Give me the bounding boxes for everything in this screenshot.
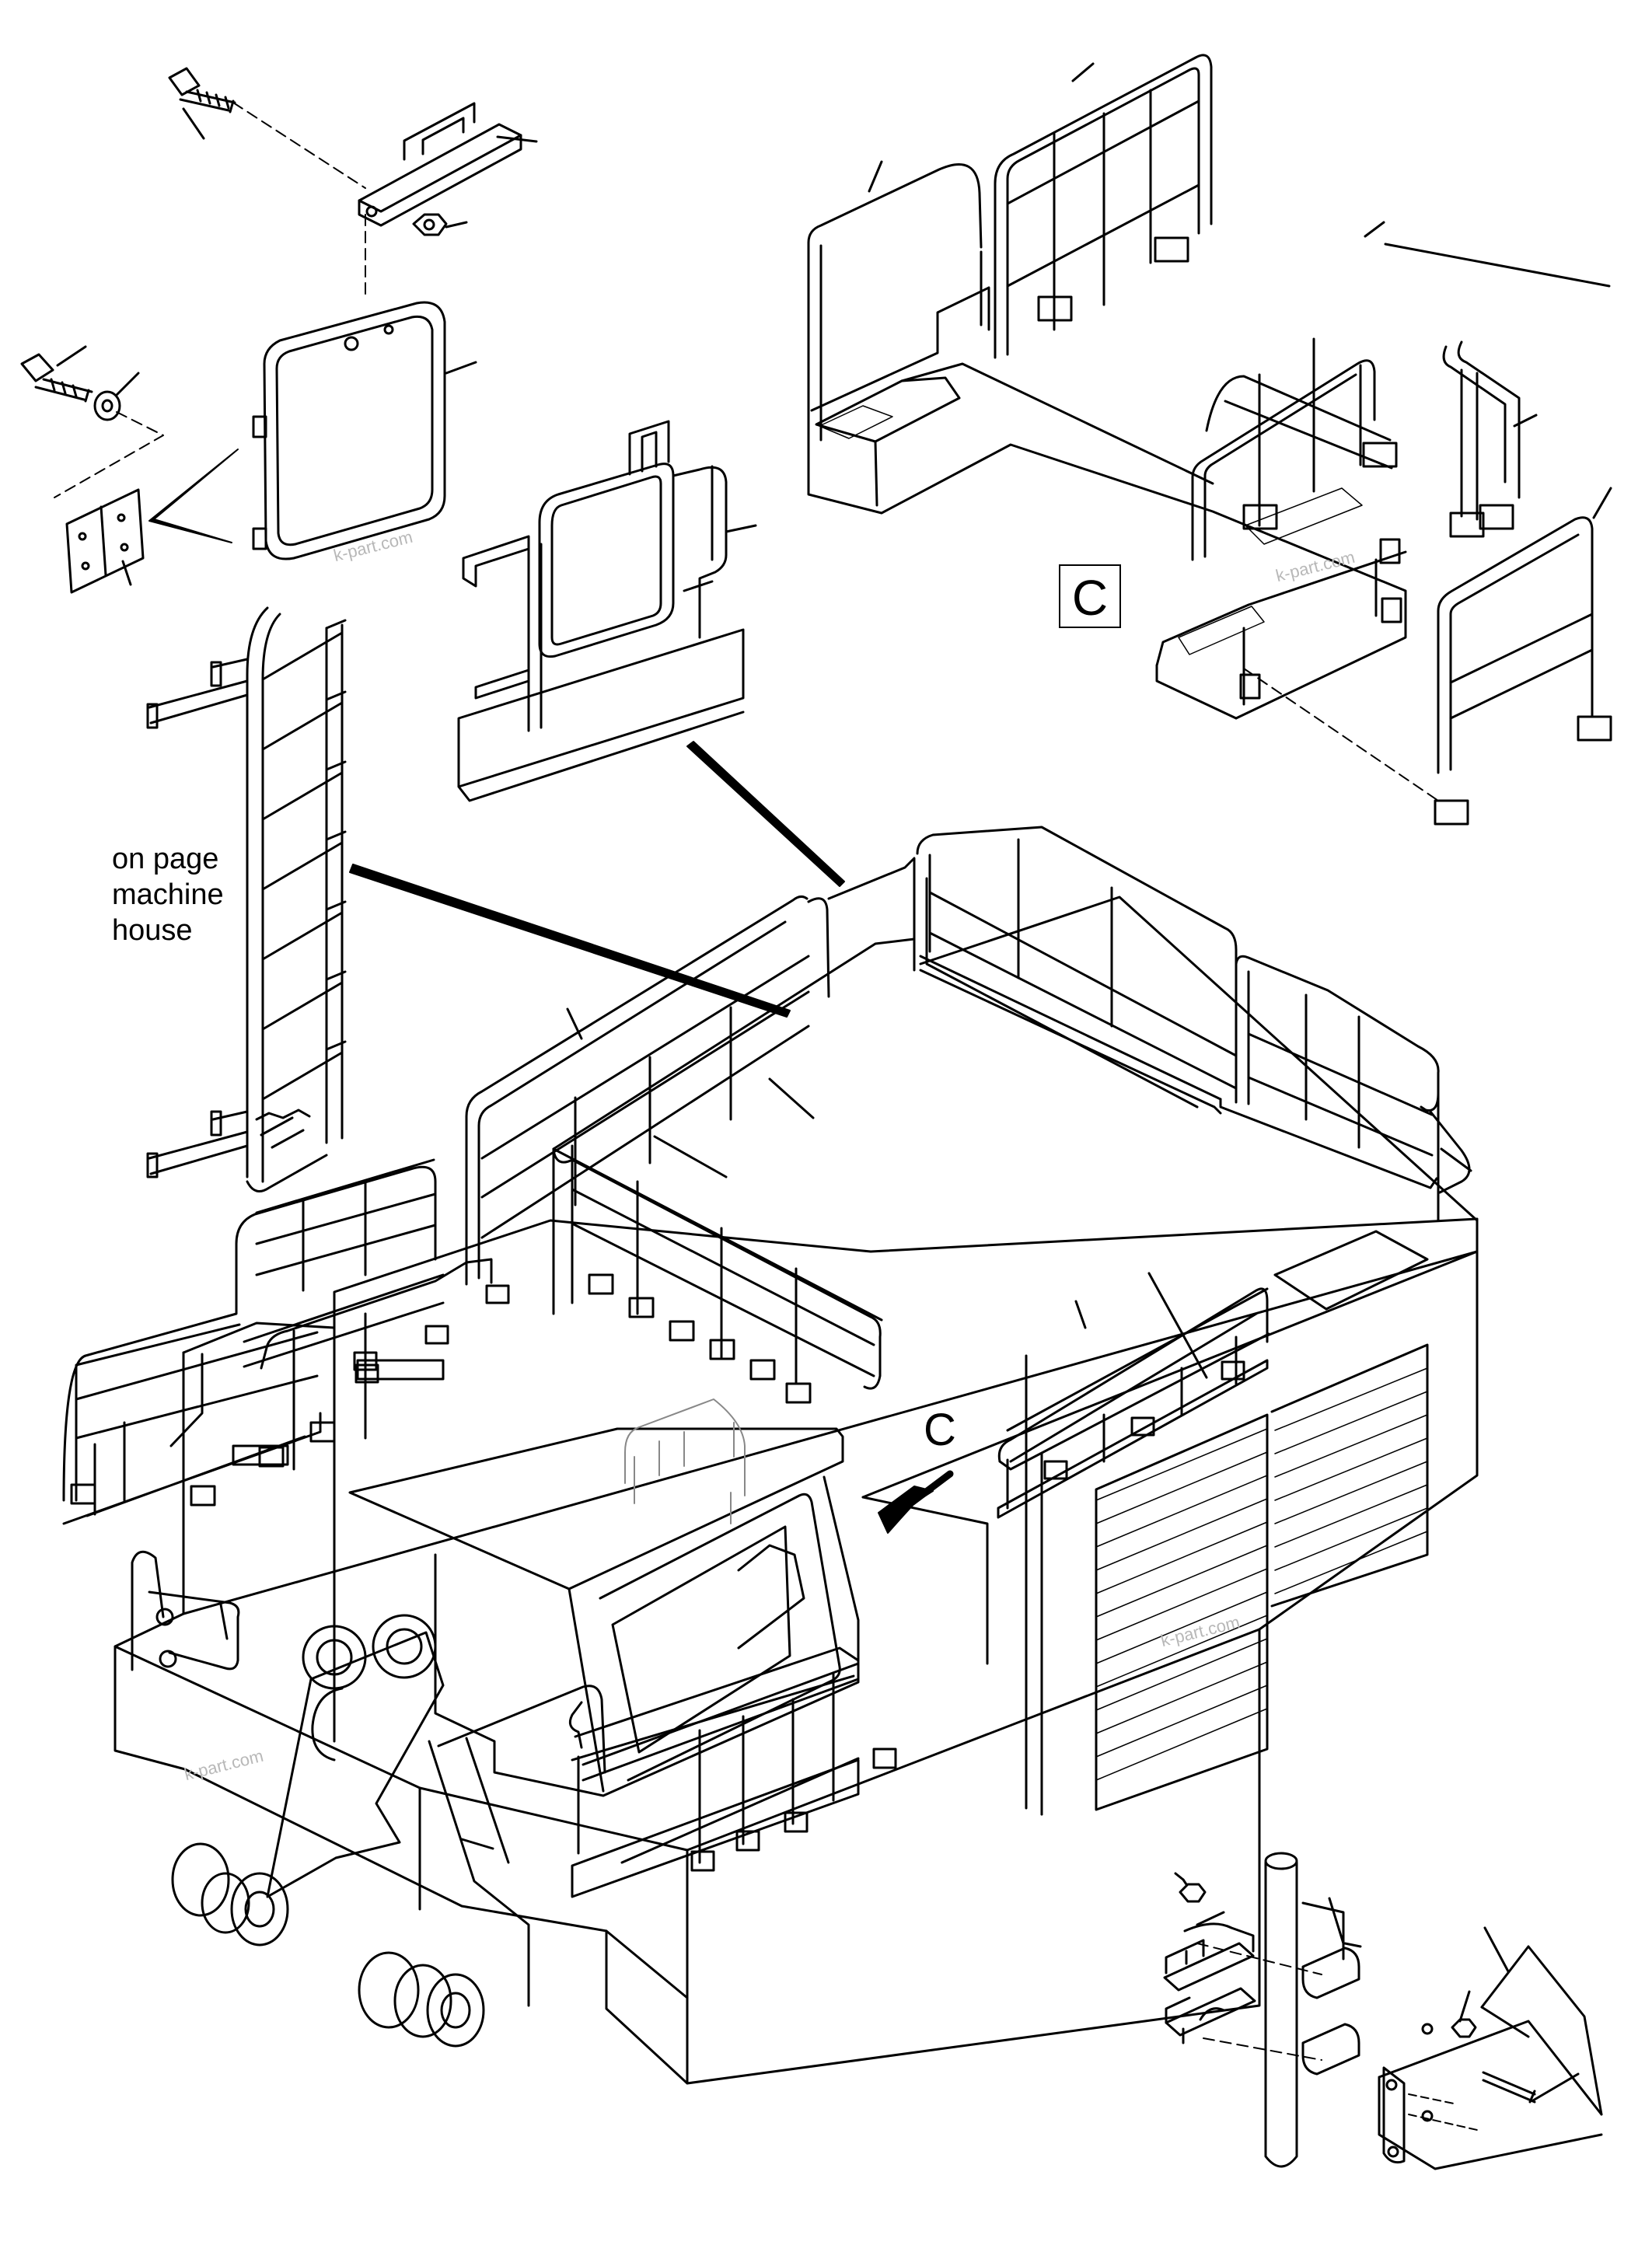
gate-frame (252, 301, 446, 560)
reference-note-line-3: house (112, 914, 193, 947)
leader-hinge (121, 560, 132, 586)
bolt-left (20, 353, 93, 403)
leader-rail-4 (1384, 243, 1611, 288)
leader-step-handle (219, 1603, 229, 1640)
stair-platform-assembly (807, 54, 1612, 826)
leader-roof-rail-2 (768, 1077, 815, 1119)
roof-handrail (62, 826, 1472, 1525)
hinge (65, 488, 145, 594)
leader-nut (445, 221, 468, 229)
leader-rail-2 (1071, 62, 1095, 82)
leader-rail-3 (1364, 221, 1385, 238)
leader-rail-1 (868, 160, 883, 193)
clamp-detail (1163, 1852, 1603, 2170)
leader-bracket-nut (1458, 1990, 1471, 2023)
leader-bolt-top (182, 107, 205, 140)
pointer-door (686, 741, 845, 887)
view-c-callout-box: C (1059, 564, 1121, 628)
leader-clamp (1196, 1911, 1225, 1926)
leader-clamp-half (1343, 1942, 1362, 1948)
leader-boom-step (460, 1838, 494, 1850)
access-ladder (146, 606, 347, 1192)
leader-clip (496, 135, 538, 143)
pointer-wedge (148, 449, 239, 543)
leader-washer (115, 372, 140, 396)
reference-note-line-1: on page (112, 843, 219, 875)
reference-note-line-2: machine (112, 878, 224, 911)
pointer-ladder (349, 864, 791, 1018)
leader-gate-frame (445, 361, 477, 375)
machine-house (114, 896, 1479, 2085)
latch-clip (358, 102, 522, 227)
nut (412, 213, 448, 236)
door-assembly (457, 420, 745, 802)
leader-rail-5 (1513, 414, 1538, 428)
reference-note: on page machine house (112, 841, 224, 948)
boom-foot (171, 1614, 530, 2048)
leader-rail-6 (1592, 487, 1612, 519)
operator-cab (348, 1398, 897, 1898)
assembly-line (232, 102, 366, 189)
leader-clamp-nut (1174, 1872, 1185, 1881)
leader-bracket-bolt (1532, 2072, 1580, 2102)
leader-side-rail (1074, 1300, 1087, 1329)
leader-bracket (1483, 1926, 1510, 1973)
washer (93, 390, 121, 421)
leader-roof-rail-3 (653, 1135, 728, 1178)
view-c-arrow-label: C (924, 1405, 956, 1455)
leader-roof-rail-1 (566, 1007, 583, 1040)
leader-bolt-left (56, 345, 87, 367)
view-arrow-shaft (884, 1470, 954, 1524)
leader-door (725, 524, 757, 533)
bolt-top (168, 67, 236, 113)
leader-side-rail-2 (1147, 1272, 1208, 1379)
